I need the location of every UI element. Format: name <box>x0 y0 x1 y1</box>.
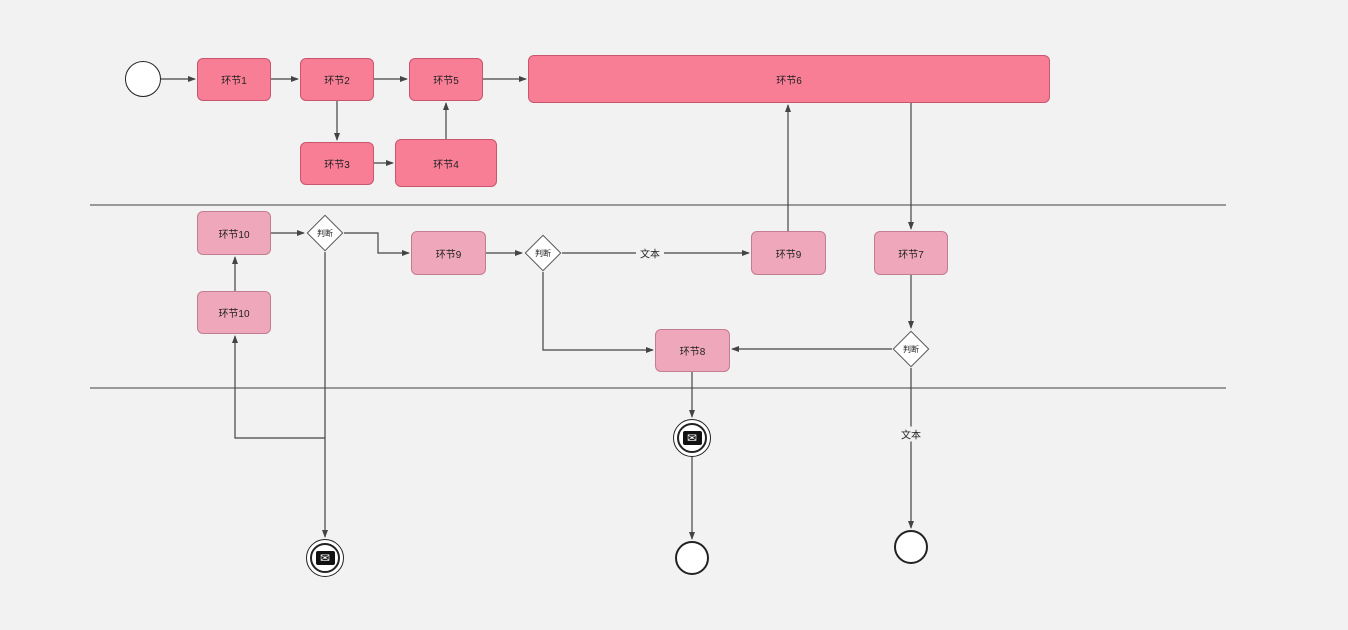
start-event[interactable] <box>125 61 161 97</box>
task-2-label: 环节2 <box>324 76 350 87</box>
gateway-1[interactable]: 判断 <box>306 214 344 252</box>
task-5[interactable]: 环节5 <box>409 58 483 101</box>
lane-divider-bottom <box>90 387 1226 389</box>
task-10b[interactable]: 环节10 <box>197 291 271 334</box>
task-7[interactable]: 环节7 <box>874 231 948 275</box>
task-4-label: 环节4 <box>433 159 459 171</box>
connector-branch-to-task10b <box>232 335 325 439</box>
message-event-1[interactable]: ✉ <box>306 539 344 577</box>
edge-label-text2: 文本 <box>897 426 925 442</box>
gateway-2-label: 判断 <box>535 248 551 258</box>
message-event-2-inner-ring: ✉ <box>677 423 707 453</box>
task-8-label: 环节8 <box>679 347 706 358</box>
message-event-2[interactable]: ✉ <box>673 419 711 457</box>
task-10a[interactable]: 环节10 <box>197 211 271 255</box>
edge-label-text1: 文本 <box>636 245 664 261</box>
gateway-3[interactable]: 判断 <box>892 330 930 368</box>
lane-divider-top <box>90 204 1226 206</box>
task-10b-label: 环节10 <box>218 309 250 320</box>
task-9a-label: 环节9 <box>435 249 462 261</box>
message-icon: ✉ <box>315 551 335 565</box>
task-8[interactable]: 环节8 <box>655 329 730 372</box>
task-3-label: 环节3 <box>324 160 350 171</box>
task-9a[interactable]: 环节9 <box>411 231 486 275</box>
task-5-label: 环节5 <box>433 76 459 87</box>
task-4[interactable]: 环节4 <box>395 139 497 187</box>
task-7-label: 环节7 <box>898 249 924 261</box>
gateway-1-label: 判断 <box>317 228 333 238</box>
task-9b[interactable]: 环节9 <box>751 231 826 275</box>
end-event-2[interactable] <box>894 530 928 564</box>
message-event-1-inner-ring: ✉ <box>310 543 340 573</box>
task-10a-label: 环节10 <box>218 229 250 241</box>
task-1-label: 环节1 <box>221 76 247 87</box>
end-event-1[interactable] <box>675 541 709 575</box>
task-3[interactable]: 环节3 <box>300 142 374 185</box>
connector-gateway1-to-task9a <box>344 232 410 256</box>
gateway-2[interactable]: 判断 <box>524 234 562 272</box>
message-icon: ✉ <box>682 431 702 445</box>
task-1[interactable]: 环节1 <box>197 58 271 101</box>
task-6-label: 环节6 <box>776 75 802 87</box>
connector-gateway2-to-task8 <box>542 272 654 353</box>
task-6[interactable]: 环节6 <box>528 55 1050 103</box>
task-9b-label: 环节9 <box>775 249 802 261</box>
task-2[interactable]: 环节2 <box>300 58 374 101</box>
gateway-3-label: 判断 <box>903 344 919 354</box>
